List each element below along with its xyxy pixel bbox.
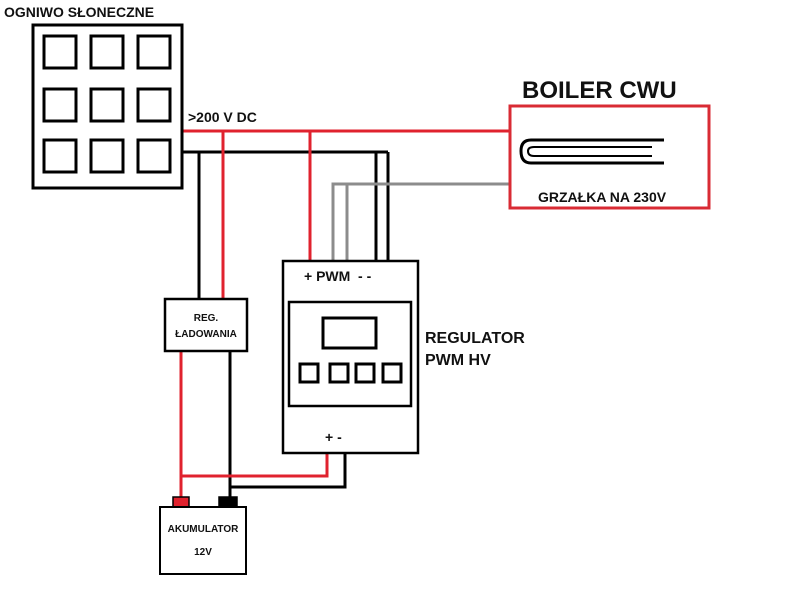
solar-panel-cells	[42, 34, 172, 174]
charge-regulator-label-line1: REG.	[194, 313, 219, 324]
battery-label-line2: 12V	[194, 547, 212, 558]
solar-panel: OGNIWO SŁONECZNE >200 V DC	[4, 4, 257, 190]
boiler-title: BOILER CWU	[522, 77, 677, 104]
boiler-tank	[508, 104, 711, 210]
heater-element	[519, 138, 664, 165]
pwm-regulator-button-4[interactable]	[381, 362, 403, 384]
solar-cell	[89, 34, 125, 70]
battery-body	[159, 506, 247, 575]
solar-cell	[136, 87, 172, 123]
charge-regulator: REG. ŁADOWANIA	[163, 297, 249, 353]
solar-cell	[42, 87, 78, 123]
solar-cell	[136, 138, 172, 174]
solar-cell	[89, 138, 125, 174]
battery-label-line1: AKUMULATOR	[168, 524, 240, 535]
pwm-regulator-label-line1: REGULATOR	[425, 330, 525, 347]
heater-label: GRZAŁKA NA 230V	[538, 189, 667, 205]
pwm-regulator: + PWM - - + - REGULATOR PWM HV	[281, 259, 525, 455]
battery-negative-terminal	[218, 496, 238, 508]
solar-panel-label: OGNIWO SŁONECZNE	[4, 4, 154, 20]
boiler: BOILER CWU GRZAŁKA NA 230V	[508, 77, 711, 210]
solar-cell	[42, 138, 78, 174]
battery-positive-terminal	[172, 496, 190, 508]
pwm-regulator-button-3[interactable]	[354, 362, 376, 384]
solar-cell	[42, 34, 78, 70]
charge-regulator-box	[163, 297, 249, 353]
pwm-regulator-display	[321, 316, 378, 350]
pwm-terminals-label: + PWM - -	[304, 268, 372, 284]
solar-cell	[136, 34, 172, 70]
wire-pwm-power-negative-to-battery	[230, 453, 347, 489]
pwm-regulator-button-2[interactable]	[328, 362, 350, 384]
wires	[179, 129, 510, 497]
heater-element-inner	[526, 146, 652, 157]
wire-pwm-power-positive-to-battery	[181, 453, 329, 478]
solar-cell	[89, 87, 125, 123]
wire-pwm-out-a	[331, 182, 510, 261]
pwm-regulator-label-line2: PWM HV	[425, 352, 491, 369]
voltage-label: >200 V DC	[188, 109, 257, 125]
charge-regulator-label-line2: ŁADOWANIA	[175, 329, 237, 340]
power-terminals-label: + -	[325, 429, 342, 445]
battery: AKUMULATOR 12V	[159, 496, 247, 575]
pwm-regulator-button-1[interactable]	[298, 362, 320, 384]
solar-panel-frame	[31, 23, 184, 190]
